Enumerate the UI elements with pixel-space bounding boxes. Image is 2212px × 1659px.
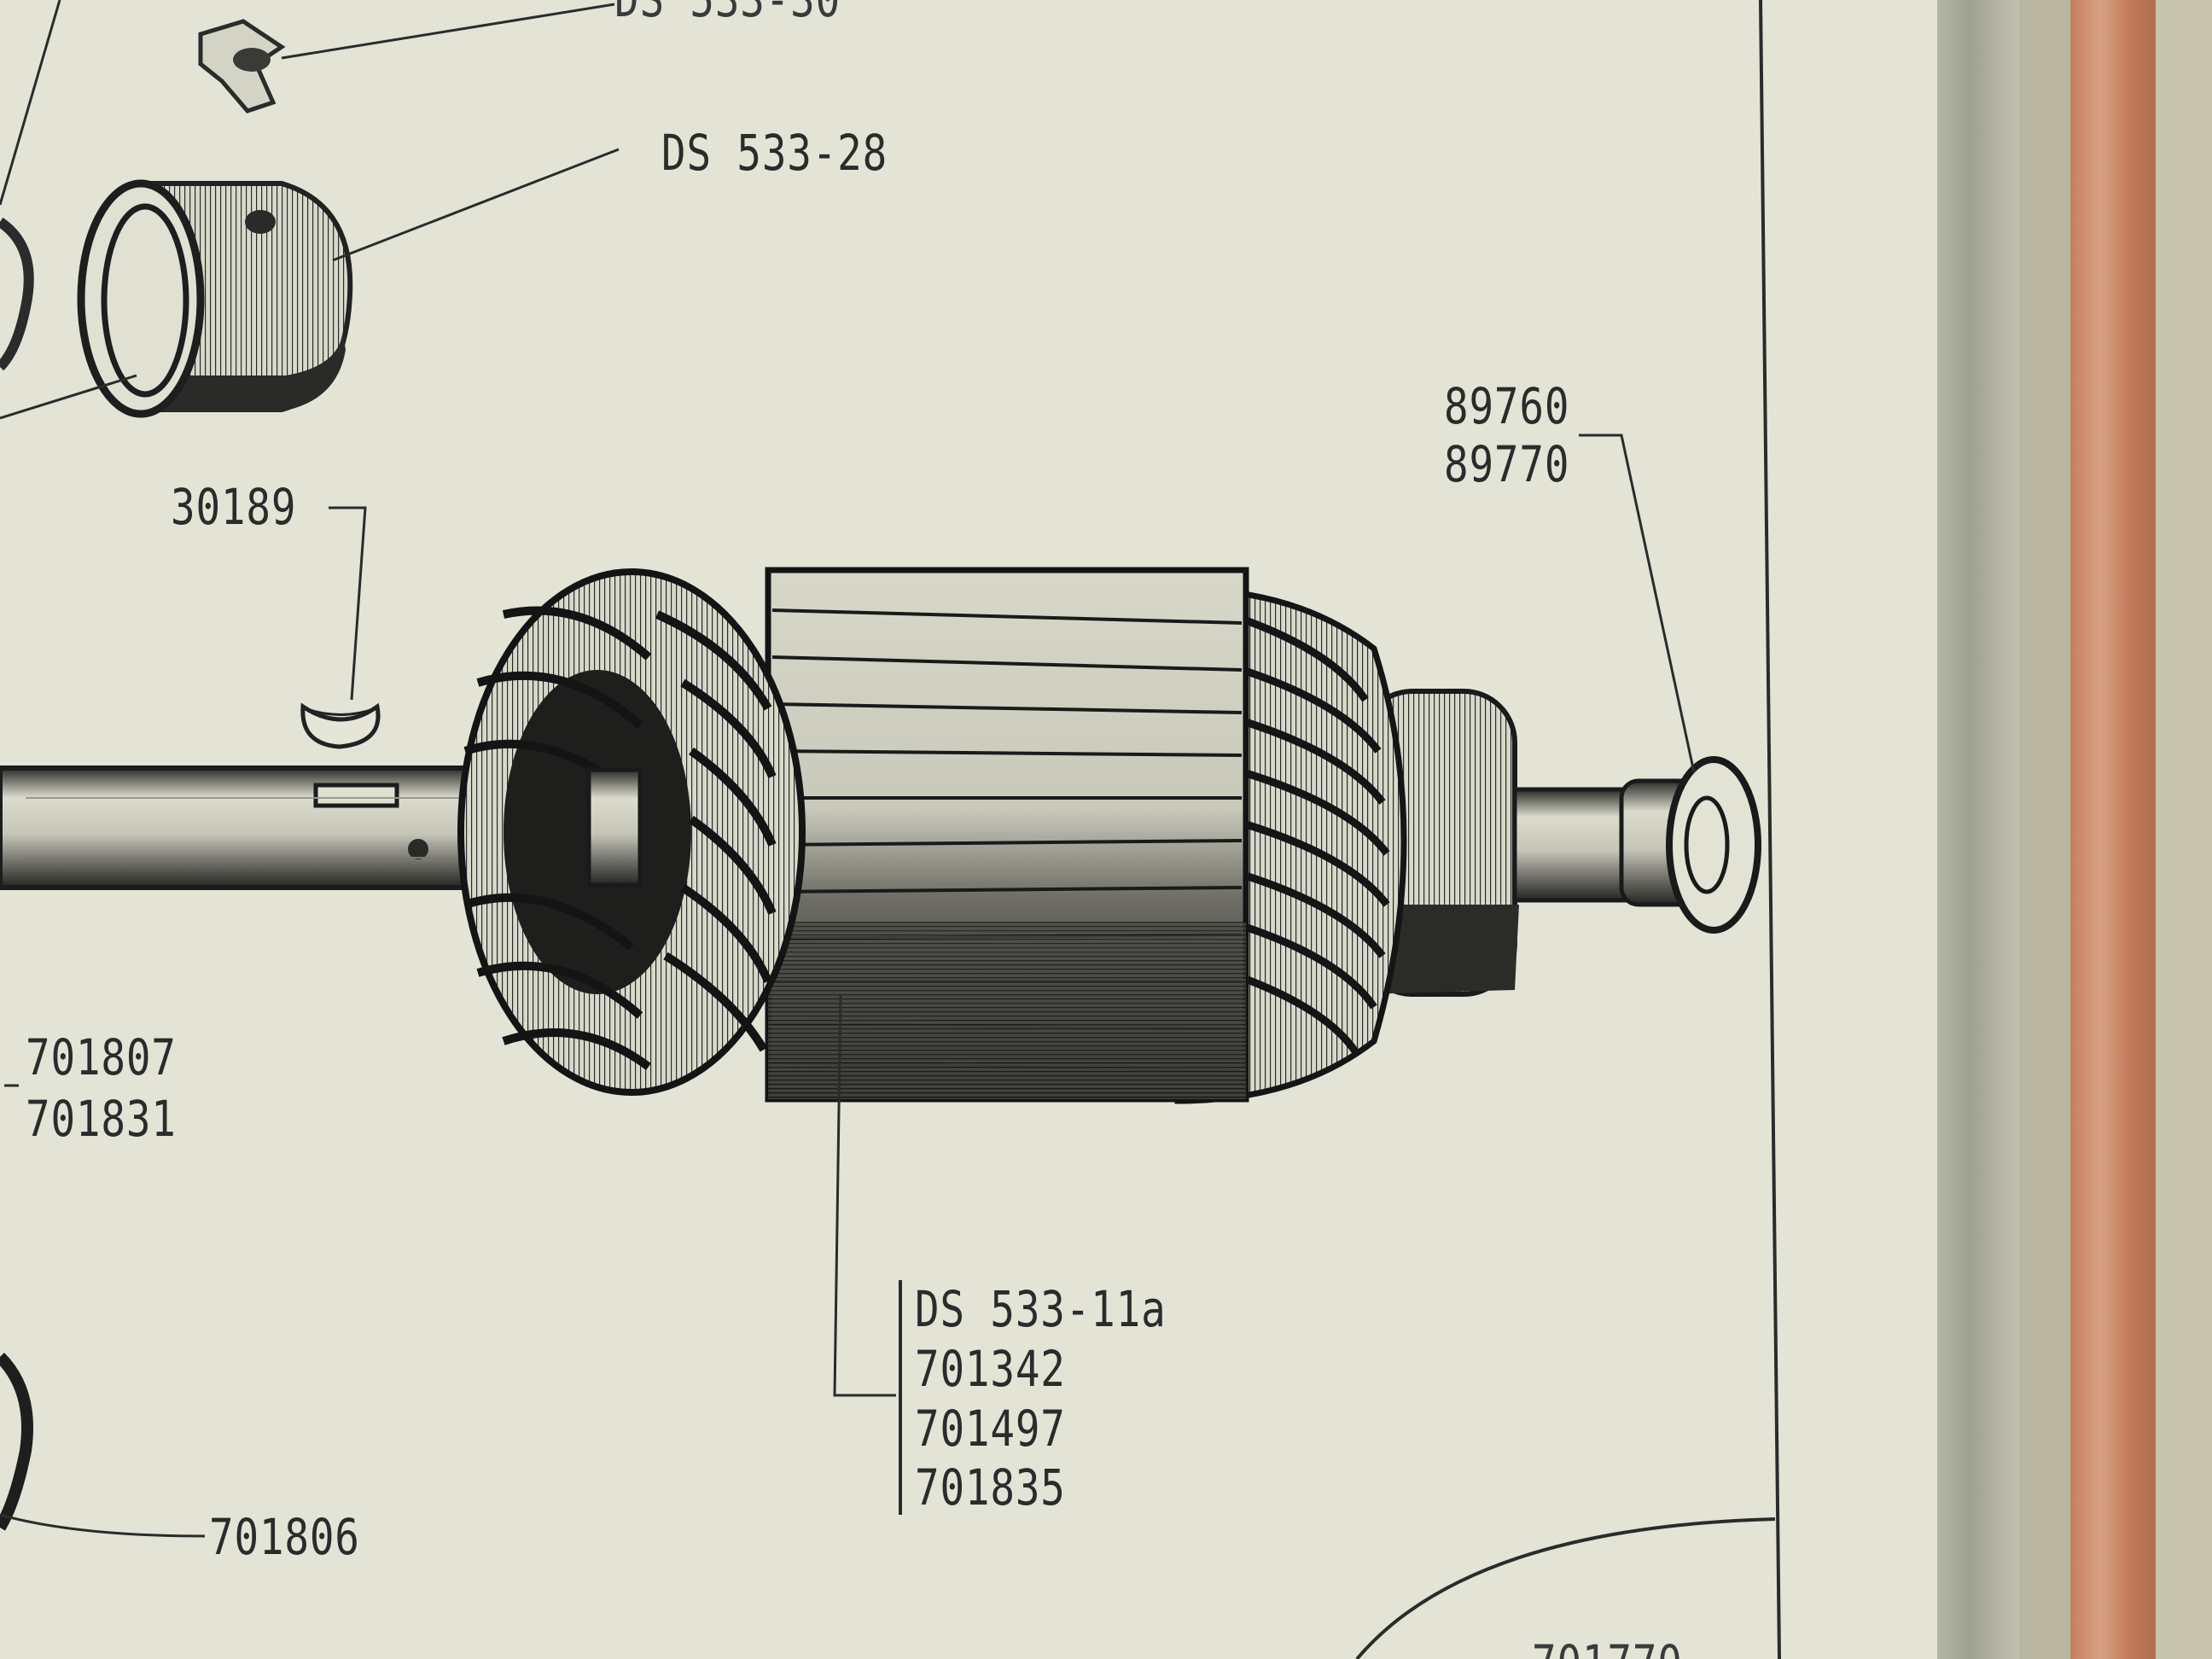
label-key: 30189 xyxy=(171,478,297,536)
woodruff-key-part xyxy=(300,702,381,749)
label-bottom-left: 701806 xyxy=(209,1508,360,1566)
label-nut-2: 89770 xyxy=(1444,435,1570,493)
label-armature-2: 701342 xyxy=(915,1340,1066,1398)
armature-part xyxy=(457,567,1519,1104)
frame-edge xyxy=(1937,0,2019,1659)
wing-nut-part xyxy=(198,19,286,114)
page-border-line xyxy=(1759,0,1781,1659)
label-left-1: 701807 xyxy=(26,1028,177,1086)
label-top-cut: DS 533-30 xyxy=(614,0,841,24)
label-armature-1: DS 533-11a xyxy=(915,1280,1167,1338)
label-collar: DS 533-28 xyxy=(661,124,888,182)
nut-washer-part xyxy=(1666,756,1761,934)
collar-part xyxy=(77,179,353,418)
label-left-2: 701831 xyxy=(26,1090,177,1148)
wall xyxy=(2156,0,2212,1659)
frame-inner xyxy=(2019,0,2070,1659)
wood-trim xyxy=(2070,0,2156,1659)
label-bottom-cut: 701770 xyxy=(1532,1639,1683,1659)
label-armature-3: 701497 xyxy=(915,1400,1066,1458)
label-nut-1: 89760 xyxy=(1444,377,1570,435)
label-armature-4: 701835 xyxy=(915,1458,1066,1516)
